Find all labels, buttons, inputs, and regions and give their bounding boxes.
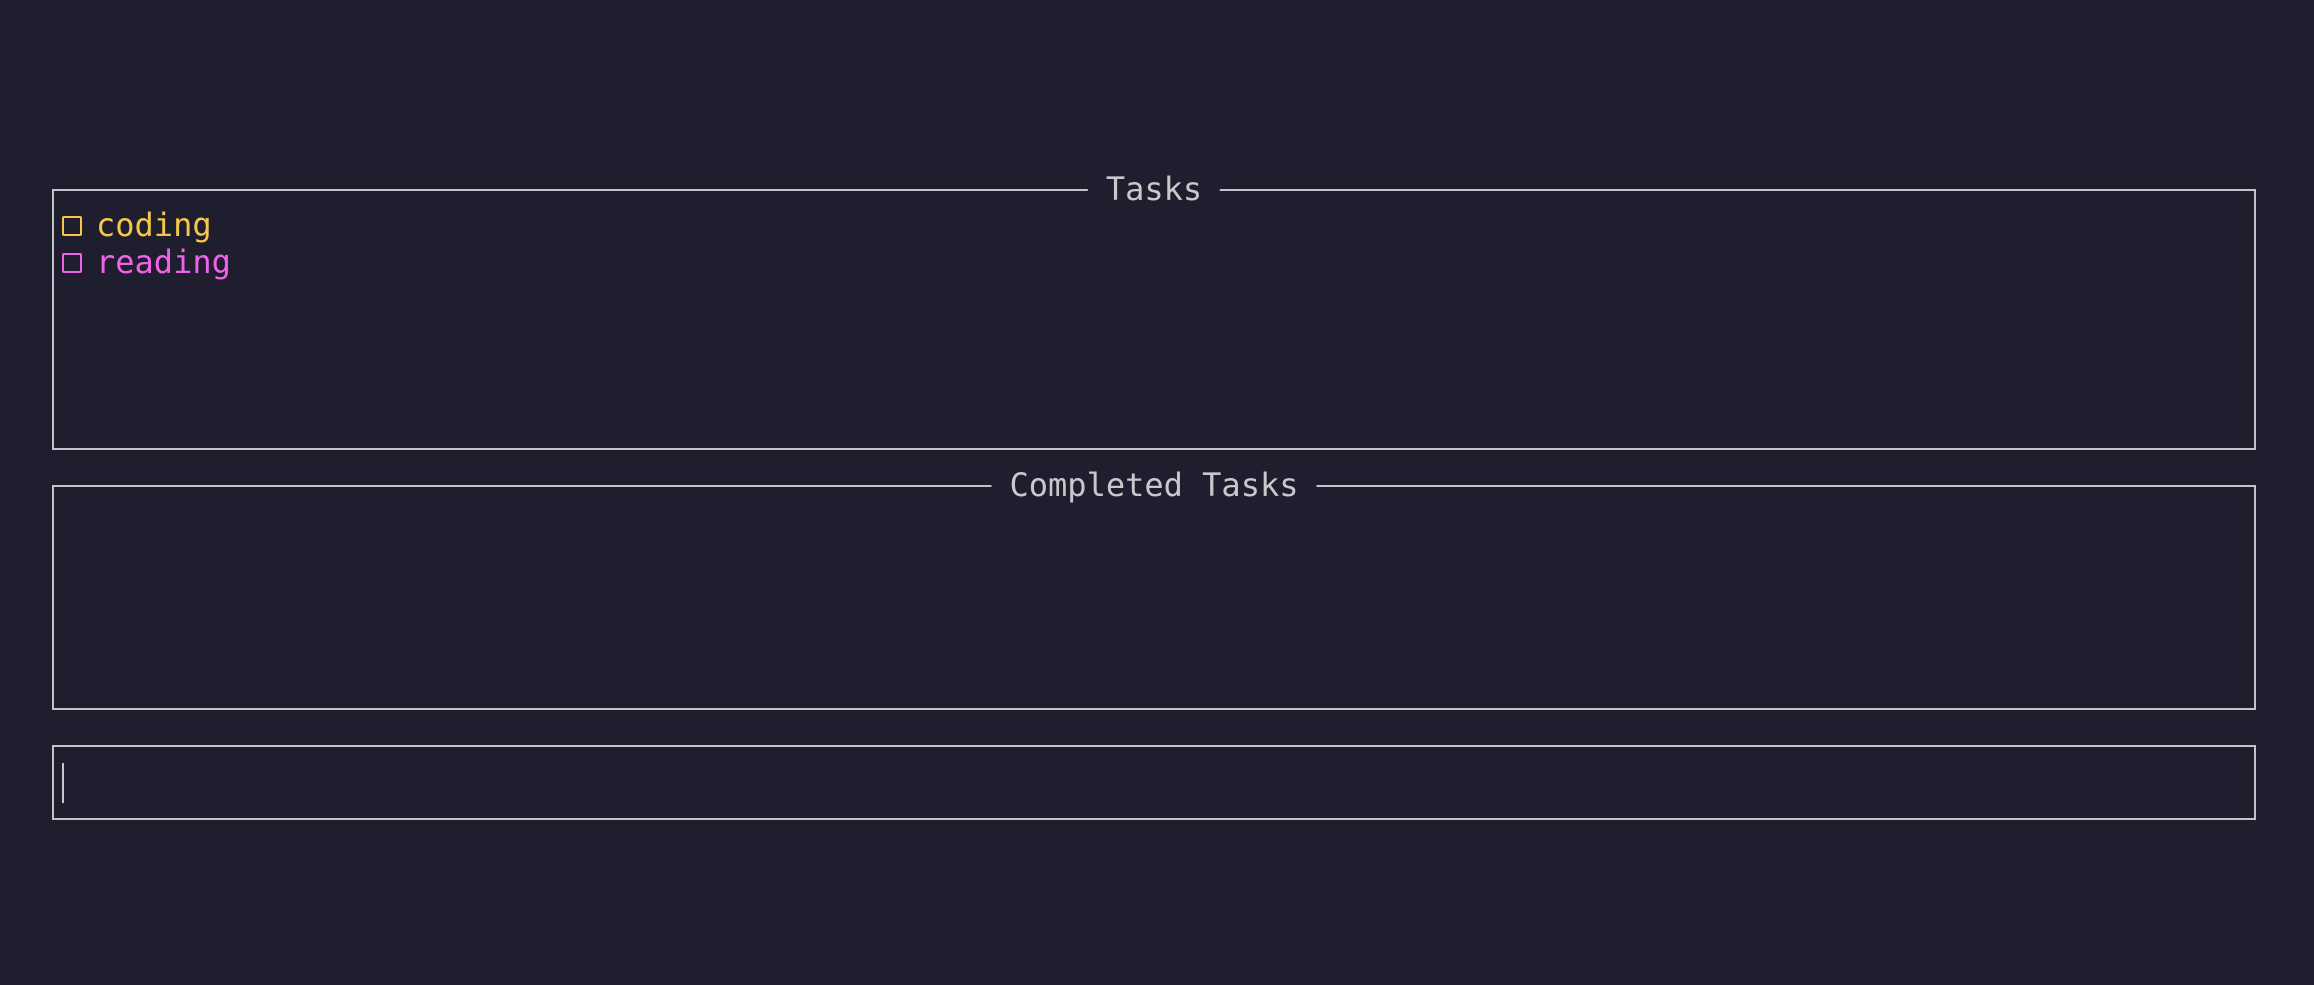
task-list: coding reading (62, 207, 231, 281)
list-item[interactable]: coding (62, 207, 231, 244)
completed-tasks-panel-title: Completed Tasks (991, 465, 1317, 505)
tasks-panel-title: Tasks (1087, 169, 1221, 209)
tasks-panel: Tasks coding reading (52, 169, 2256, 450)
task-label: reading (96, 243, 231, 281)
task-label: coding (96, 206, 212, 244)
list-item[interactable]: reading (62, 244, 231, 281)
checkbox-icon[interactable] (62, 252, 82, 273)
checkbox-icon[interactable] (62, 215, 82, 236)
text-cursor (62, 763, 64, 803)
completed-tasks-panel: Completed Tasks (52, 465, 2256, 710)
task-input[interactable] (52, 745, 2256, 820)
